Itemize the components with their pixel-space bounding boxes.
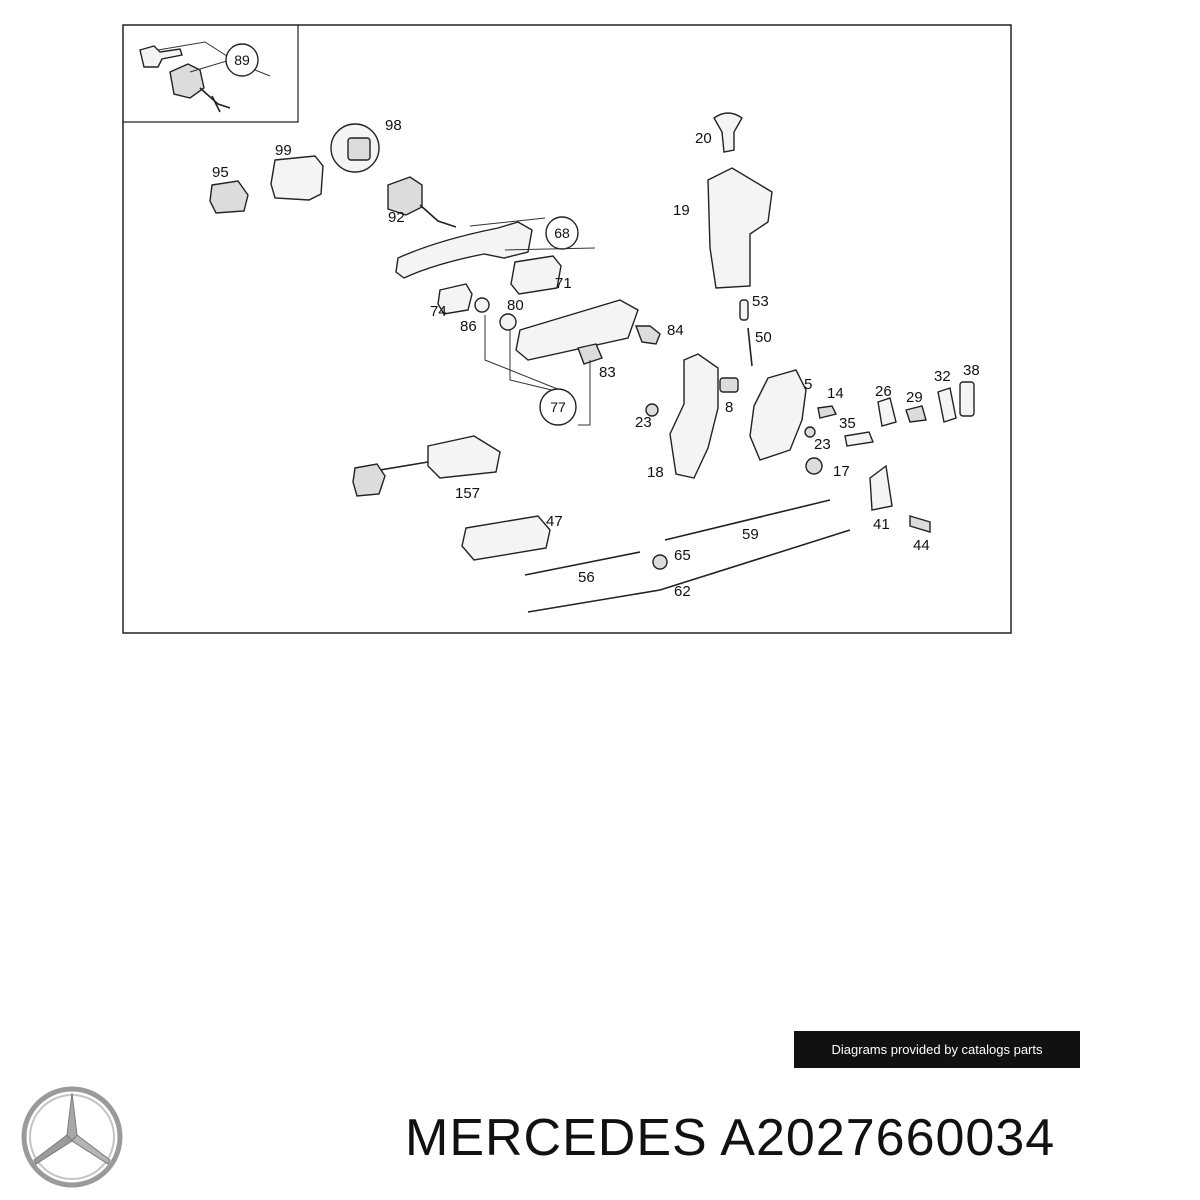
rod-part — [739, 299, 749, 321]
key-lock-inset-part — [139, 41, 271, 113]
lock-cylinder-part — [387, 176, 457, 228]
callout-label: 5 — [804, 376, 812, 393]
callout-label: 20 — [695, 130, 712, 147]
callout-label: 74 — [430, 303, 447, 320]
screw-17-part — [805, 457, 823, 475]
callout-label: 23 — [635, 414, 652, 431]
callout-label: 18 — [647, 464, 664, 481]
callout-label: 62 — [674, 583, 691, 600]
bracket-part — [270, 155, 324, 201]
door-lock-part — [749, 369, 807, 461]
latch-bracket-part — [669, 353, 719, 479]
mercedes-star-icon — [21, 1086, 123, 1188]
outer-handle-part — [395, 216, 596, 279]
callout-label: 35 — [839, 415, 856, 432]
callout-label: 32 — [934, 368, 951, 385]
callout-label: 68 — [554, 225, 570, 241]
credit-text: Diagrams provided by catalogs parts — [831, 1042, 1043, 1057]
callout-label: 14 — [827, 385, 844, 402]
bolt-part — [634, 325, 661, 345]
callout-label: 95 — [212, 164, 229, 181]
inset-box — [123, 25, 299, 123]
plate-29-part — [905, 405, 927, 423]
screw-23-part — [645, 403, 659, 417]
callout-label: 86 — [460, 318, 477, 335]
callout-label: 89 — [234, 52, 250, 68]
grommet-part — [499, 313, 517, 331]
rod-56-part — [524, 551, 641, 576]
callout-label: 56 — [578, 569, 595, 586]
callout-label: 19 — [673, 202, 690, 219]
screw-14-part — [817, 405, 838, 419]
part-number: A2027660034 — [720, 1109, 1056, 1167]
screw-23b-part — [804, 426, 816, 438]
callout-label: 41 — [873, 516, 890, 533]
callout-label: 98 — [385, 117, 402, 134]
cable-62-part — [527, 529, 851, 613]
callout-label: 77 — [550, 399, 566, 415]
callout-label: 53 — [752, 293, 769, 310]
callout-label: 65 — [674, 547, 691, 564]
screw-part — [474, 297, 490, 313]
small-block-part — [209, 180, 249, 214]
catch-part — [869, 464, 893, 511]
parts-diagram: 89 98 20 99 95 92 19 68 71 53 74 80 86 8… — [122, 24, 1012, 634]
callout-label: 23 — [814, 436, 831, 453]
callout-label: 17 — [833, 463, 850, 480]
callout-label: 44 — [913, 537, 930, 554]
callout-label: 92 — [388, 209, 405, 226]
handle-bezel-part — [510, 255, 562, 295]
callout-label: 99 — [275, 142, 292, 159]
callout-label: 157 — [455, 485, 480, 502]
screw-44-part — [909, 515, 931, 533]
inner-bezel-part — [461, 515, 551, 561]
callout-label: 80 — [507, 297, 524, 314]
callout-label: 47 — [546, 513, 563, 530]
lock-knob-part — [713, 112, 743, 153]
brand-name: MERCEDES — [405, 1109, 708, 1167]
clip-65-part — [652, 554, 668, 570]
striker-26-part — [877, 397, 897, 427]
callout-label: 50 — [755, 329, 772, 346]
bolt-35-part — [844, 431, 874, 447]
handle-carrier-part — [484, 299, 639, 426]
callout-label: 83 — [599, 364, 616, 381]
part-title: MERCEDES A2027660034 — [405, 1108, 1055, 1168]
link-rod-part — [747, 327, 753, 367]
lock-cover-part — [707, 167, 773, 289]
credit-banner: Diagrams provided by catalogs parts — [794, 1031, 1080, 1068]
actuator-part — [352, 435, 501, 497]
clip-part — [719, 377, 739, 393]
rod-59-part — [664, 499, 831, 541]
callout-label: 38 — [963, 362, 980, 379]
callout-label: 71 — [555, 275, 572, 292]
callout-label: 26 — [875, 383, 892, 400]
small-bezel-part — [437, 283, 473, 315]
callout-label: 8 — [725, 399, 733, 416]
cap-part — [330, 123, 380, 173]
plate-38-part — [959, 381, 975, 417]
callout-label: 59 — [742, 526, 759, 543]
plate-32-part — [937, 387, 957, 423]
callout-label: 84 — [667, 322, 684, 339]
callout-label: 29 — [906, 389, 923, 406]
